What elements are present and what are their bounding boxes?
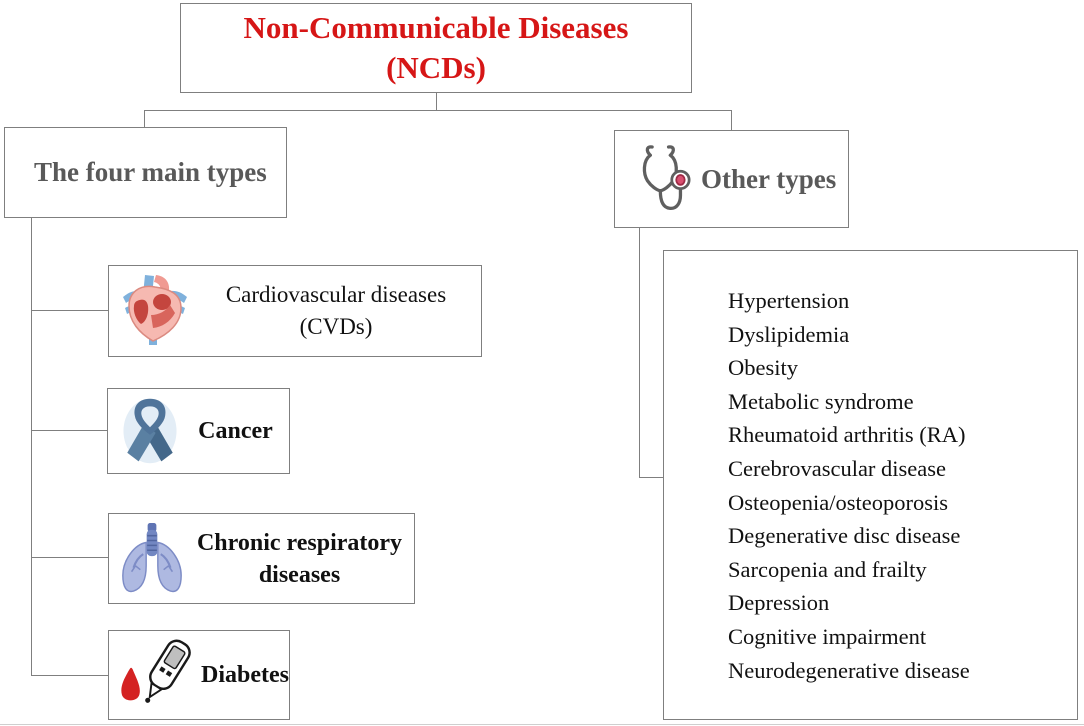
other-type-item: Hypertension	[728, 288, 850, 313]
main-types-heading-label: The four main types	[34, 157, 267, 187]
connector-other-trunk	[639, 228, 640, 477]
cancer-box: Cancer	[107, 388, 290, 474]
cardiovascular-label: Cardiovascular diseases (CVDs)	[225, 282, 447, 339]
other-type-item: Cerebrovascular disease	[728, 455, 947, 481]
diabetes-label: Diabetes	[201, 662, 289, 688]
other-type-item: Cognitive impairment	[728, 623, 927, 649]
respiratory-label: Chronic respiratory diseases	[196, 529, 403, 588]
figure-bottom-edge	[0, 724, 1084, 725]
other-type-item: Depression	[728, 590, 830, 616]
connector-stub-diabetes	[31, 675, 108, 676]
cancer-ribbon-icon	[108, 395, 192, 467]
other-type-item: Sarcopenia and frailty	[728, 556, 927, 582]
connector-other-stub	[639, 477, 663, 478]
title-box: Non-Communicable Diseases (NCDs)	[180, 3, 692, 93]
other-type-item: Rheumatoid arthritis (RA)	[728, 422, 966, 448]
diabetes-box: Diabetes	[108, 630, 290, 720]
connector-title-stem	[436, 93, 437, 110]
respiratory-box: Chronic respiratory diseases	[108, 513, 415, 604]
lungs-icon	[109, 520, 195, 598]
other-type-item: Obesity	[728, 355, 798, 381]
glucometer-icon	[109, 636, 201, 714]
cancer-label: Cancer	[198, 418, 273, 444]
connector-stub-cvd	[31, 310, 108, 311]
stethoscope-icon	[627, 141, 701, 217]
connector-stub-respiratory	[31, 557, 108, 558]
connector-right-drop	[731, 110, 732, 130]
cardiovascular-box: Cardiovascular diseases (CVDs)	[108, 265, 482, 357]
anatomical-heart-icon	[109, 271, 201, 351]
connector-stub-cancer	[31, 430, 107, 431]
other-type-item: Neurodegenerative disease	[728, 657, 970, 683]
other-type-item: Degenerative disc disease	[728, 523, 961, 549]
title-line-2: (NCDs)	[386, 50, 486, 85]
connector-left-drop	[144, 110, 145, 127]
other-type-item: Osteopenia/osteoporosis	[728, 489, 948, 515]
other-types-heading-box: Other types	[614, 130, 849, 228]
connector-branch-crossbar	[144, 110, 731, 111]
other-type-item: Dyslipidemia	[728, 321, 850, 347]
main-types-heading-box: The four main types	[4, 127, 287, 218]
title-line-1: Non-Communicable Diseases	[243, 10, 629, 45]
other-types-heading-label: Other types	[701, 163, 837, 194]
other-types-list-box: Hypertension Dyslipidemia Obesity Metabo…	[663, 250, 1078, 720]
connector-main-trunk	[31, 218, 32, 676]
other-type-item: Metabolic syndrome	[728, 388, 914, 414]
